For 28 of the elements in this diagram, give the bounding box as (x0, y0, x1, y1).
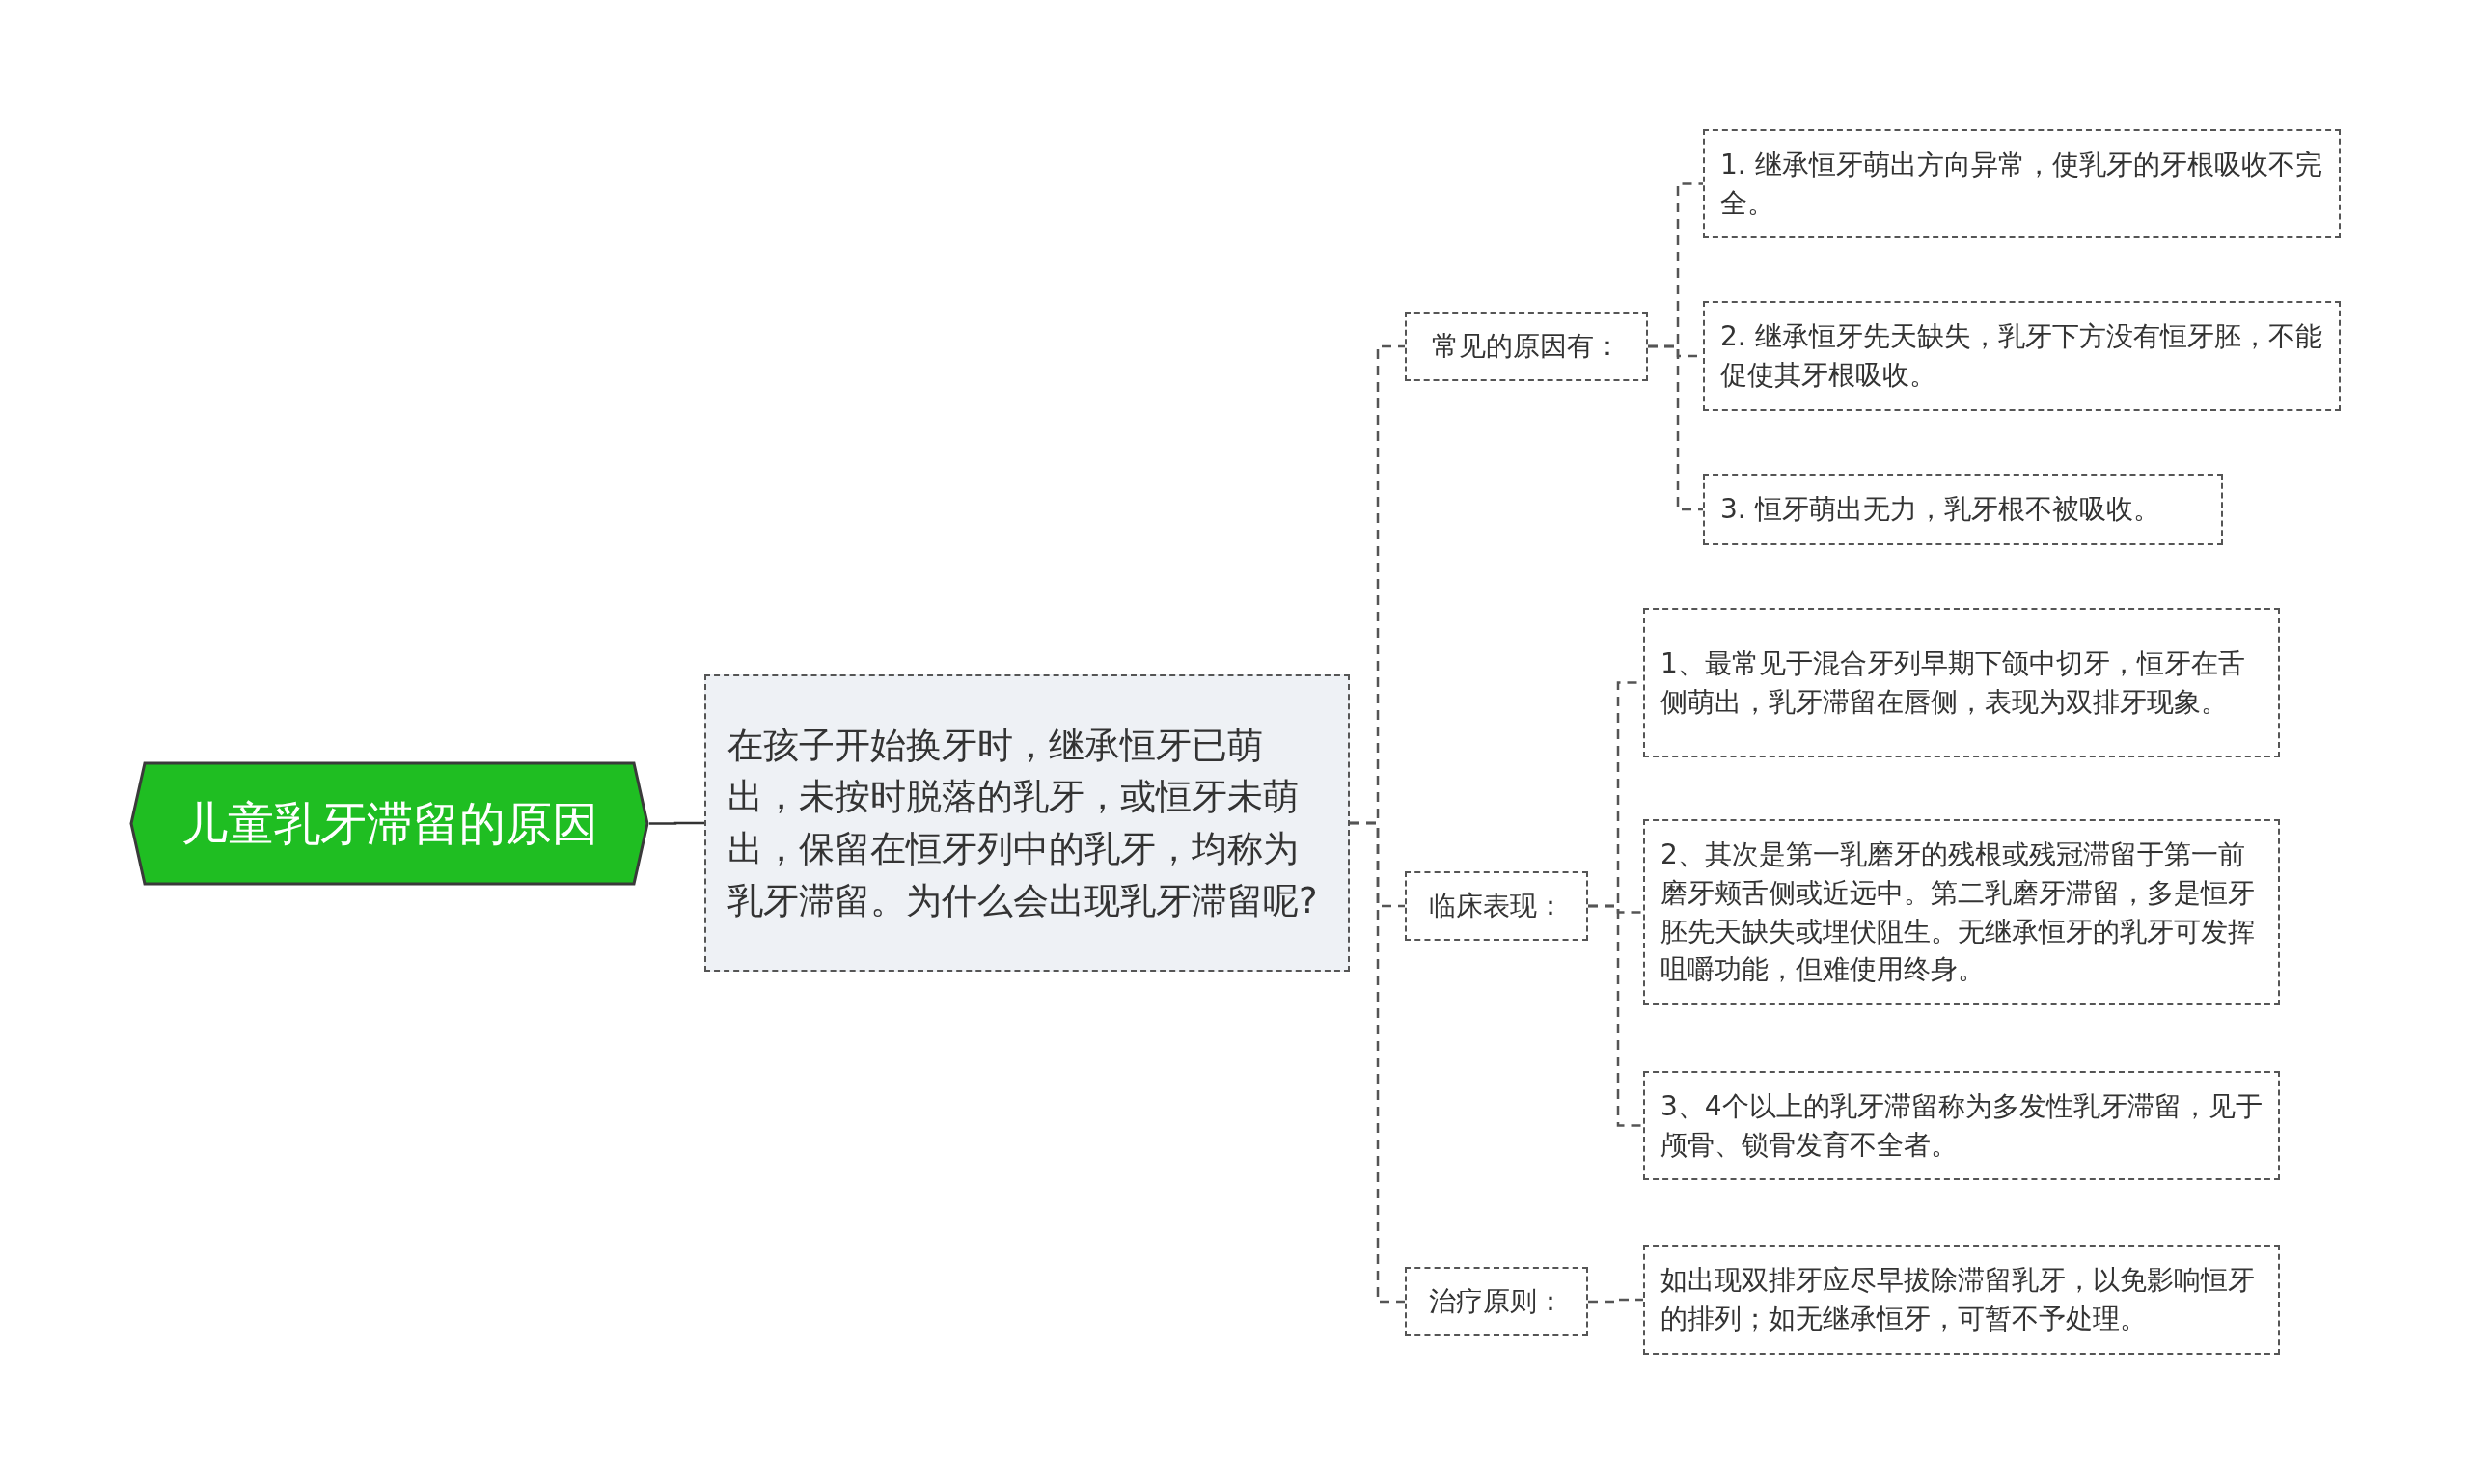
node-text: 1、最常见于混合牙列早期下颌中切牙，恒牙在舌侧萌出，乳牙滞留在唇侧，表现为双排牙现象。 (1660, 646, 2246, 720)
detail-box (1703, 474, 2223, 545)
node-text: 在孩子开始换牙时，继承恒牙已萌出，未按时脱落的乳牙，或恒牙未萌出，保留在恒牙列中的乳牙，均称为乳牙滞留。为什么会出现乳牙滞留呢? (727, 723, 1319, 923)
node-text: 2. 继承恒牙先天缺失，乳牙下方没有恒牙胚，不能促使其牙根吸收。 (1720, 319, 2323, 393)
detail-box (1703, 301, 2341, 411)
node-text: 临床表现： (1429, 889, 1564, 923)
detail-box (1643, 608, 2280, 757)
connector-line (1648, 344, 1703, 511)
connector-line (1588, 1298, 1643, 1304)
detail-box (1703, 129, 2341, 238)
connector-line (1588, 904, 1643, 1127)
connector-line (1350, 821, 1405, 1304)
node-text: 2、其次是第一乳磨牙的残根或残冠滞留于第一前磨牙颊舌侧或近远中。第二乳磨牙滞留，多是恒牙胚先天缺失或埋伏阻生。无继承恒牙的乳牙可发挥咀嚼功能，但难使用终身。 (1660, 838, 2256, 988)
detail-box (1643, 1245, 2280, 1355)
category-box (1405, 871, 1588, 941)
node-text: 如出现双排牙应尽早拔除滞留乳牙，以免影响恒牙的排列；如无继承恒牙，可暂不予处理。 (1660, 1263, 2256, 1336)
category-box (1405, 1267, 1588, 1336)
node-text: 治疗原则： (1429, 1284, 1564, 1319)
connector-line (649, 821, 704, 825)
detail-box (1643, 819, 2280, 1005)
node-text: 3. 恒牙萌出无力，乳牙根不被吸收。 (1720, 492, 2160, 528)
node-text: 3、4个以上的乳牙滞留称为多发性乳牙滞留，见于颅骨、锁骨发育不全者。 (1660, 1088, 2263, 1163)
node-text: 儿童乳牙滞留的原因 (180, 794, 598, 852)
node-text: 1. 继承恒牙萌出方向异常，使乳牙的牙根吸收不完全。 (1720, 147, 2323, 221)
node-text: 常见的原因有： (1432, 329, 1621, 364)
category-box (1405, 312, 1648, 381)
topic-box (704, 674, 1350, 972)
detail-box (1643, 1071, 2280, 1180)
